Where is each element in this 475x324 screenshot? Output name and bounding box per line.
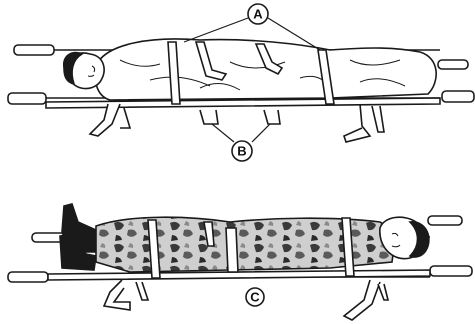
bottom-litter-canvas [48,270,430,280]
bottom-litter [8,204,472,320]
top-litter [8,39,474,142]
top-stirrups [90,104,384,142]
callout-b-leaders [212,124,270,142]
callout-b-label: B [237,144,246,159]
callout-a: A [248,4,268,24]
patient-head-top [64,53,104,89]
callout-c: C [246,288,264,306]
callout-b: B [232,141,252,161]
callout-c-label: C [250,290,260,305]
callout-a-label: A [253,7,263,22]
patient-boots [60,204,96,270]
